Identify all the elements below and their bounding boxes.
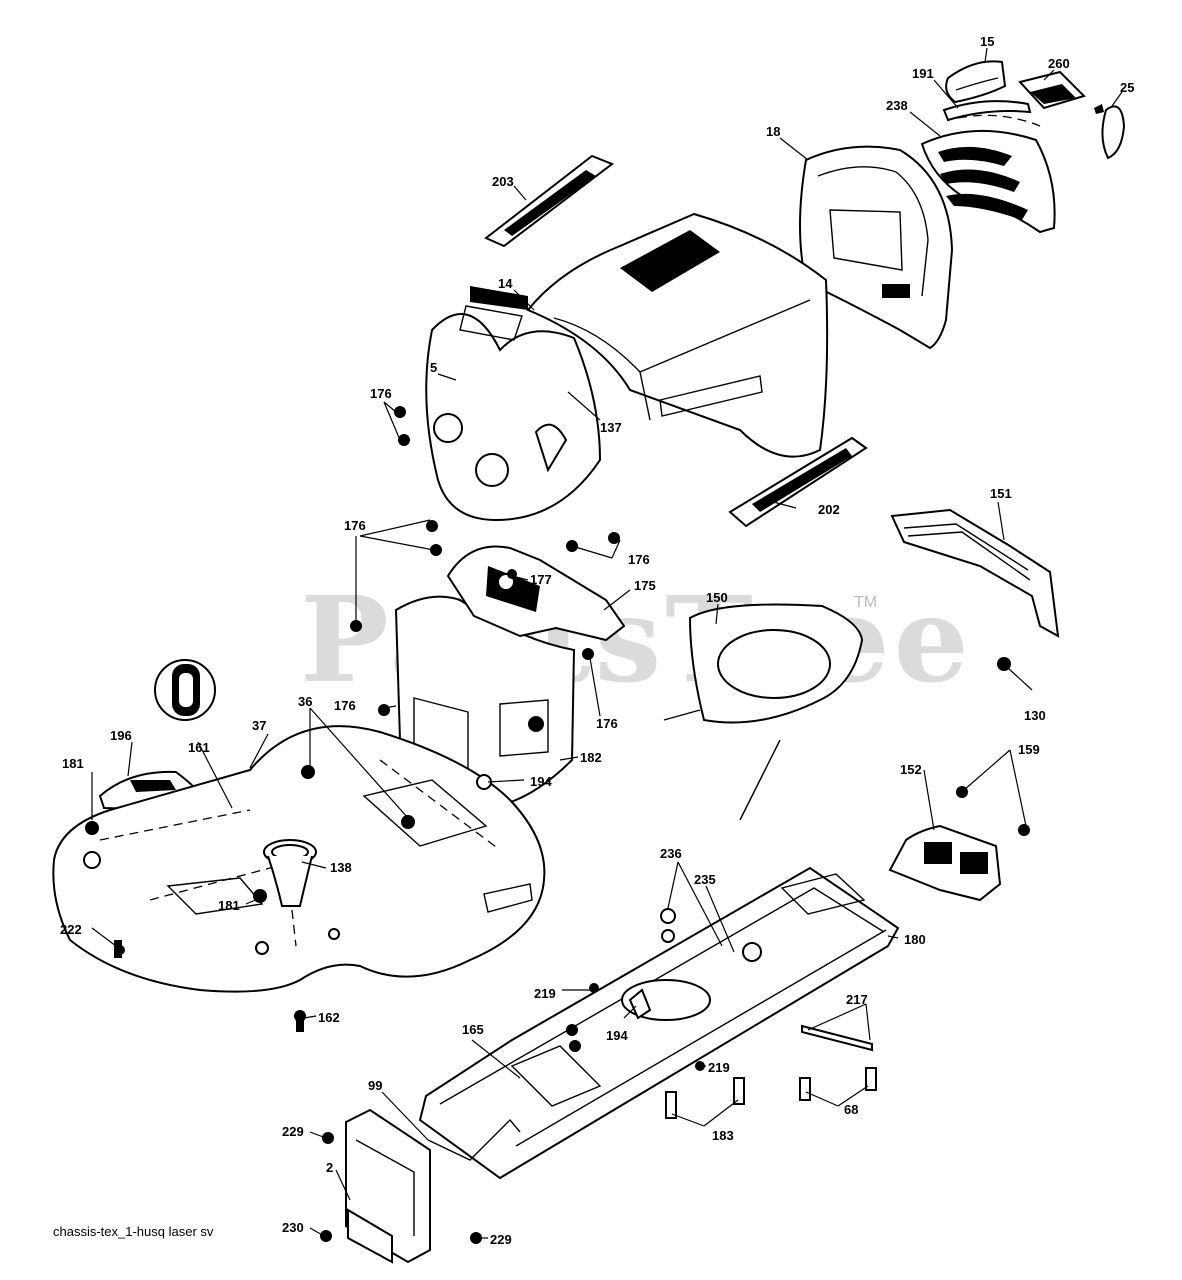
callout-194-b: 194 [606,1028,628,1043]
callout-176-d: 176 [334,698,356,713]
part-191-strip[interactable] [942,100,1041,127]
callout-183: 183 [712,1128,734,1143]
callout-15: 15 [980,34,994,49]
callout-138: 138 [330,860,352,875]
callout-229-b: 229 [490,1232,512,1247]
callout-162: 162 [318,1010,340,1025]
callout-235: 235 [694,872,716,887]
trademark: TM [854,594,878,611]
callout-18: 18 [766,124,780,139]
part-161-gauge[interactable] [154,659,216,721]
part-180-frame[interactable] [418,866,900,1180]
callout-182: 182 [580,750,602,765]
part-138-boot[interactable] [263,839,317,947]
leader-lines [91,47,1123,1239]
part-151-plate[interactable] [890,508,1060,638]
callout-68: 68 [844,1102,858,1117]
part-14-hood[interactable] [526,212,829,458]
callout-194-a: 194 [530,774,552,789]
part-5-dash[interactable] [425,286,602,522]
callout-25: 25 [1120,80,1134,95]
part-150-duct[interactable] [663,603,864,821]
callout-99: 99 [368,1078,382,1093]
callout-191: 191 [912,66,934,81]
diagram-caption: chassis-tex_1-husq laser sv [53,1224,214,1239]
callout-181-b: 181 [218,898,240,913]
callout-175: 175 [634,578,656,593]
part-238-grille[interactable] [920,129,1056,234]
part-2-bracket[interactable] [320,1108,482,1264]
bolts-fender [114,940,304,1032]
callout-5: 5 [430,360,437,375]
part-202-vent[interactable] [728,436,868,528]
callout-203: 203 [492,174,514,189]
fasteners-mid [85,765,744,1022]
part-260-decal[interactable] [1018,70,1086,110]
callout-176-a: 176 [370,386,392,401]
part-25-emblem[interactable] [1094,104,1126,160]
callout-222: 222 [60,922,82,937]
callout-14: 14 [498,276,513,291]
callout-37: 37 [252,718,266,733]
callout-176-c: 176 [628,552,650,567]
callout-161: 161 [188,740,210,755]
callout-238: 238 [886,98,908,113]
bolts-lower [322,1061,877,1144]
callout-180: 180 [904,932,926,947]
callout-196: 196 [110,728,132,743]
callout-151: 151 [990,486,1012,501]
callout-2: 2 [326,1160,333,1175]
part-152-bracket[interactable] [888,786,1030,902]
part-15-cap[interactable] [945,60,1007,104]
callout-152: 152 [900,762,922,777]
callout-219-a: 219 [534,986,556,1001]
callout-260: 260 [1048,56,1070,71]
part-175-bracket[interactable] [446,545,626,642]
callout-165: 165 [462,1022,484,1037]
callout-219-b: 219 [708,1060,730,1075]
callout-176-b: 176 [344,518,366,533]
callout-202: 202 [818,502,840,517]
part-203-vent[interactable] [484,154,615,248]
callout-177: 177 [530,572,552,587]
callout-181-a: 181 [62,756,84,771]
callout-159: 159 [1018,742,1040,757]
part-99-rod[interactable] [427,1118,521,1161]
callout-229-a: 229 [282,1124,304,1139]
callout-150: 150 [706,590,728,605]
callout-137: 137 [600,420,622,435]
callout-176-e: 176 [596,716,618,731]
part-217-rod[interactable] [801,1024,873,1052]
callouts: 15 260 191 25 238 18 203 14 5 176 137 20… [60,34,1134,1247]
callout-236: 236 [660,846,682,861]
callout-217: 217 [846,992,868,1007]
callout-130: 130 [1024,708,1046,723]
callout-230: 230 [282,1220,304,1235]
callout-36: 36 [298,694,312,709]
